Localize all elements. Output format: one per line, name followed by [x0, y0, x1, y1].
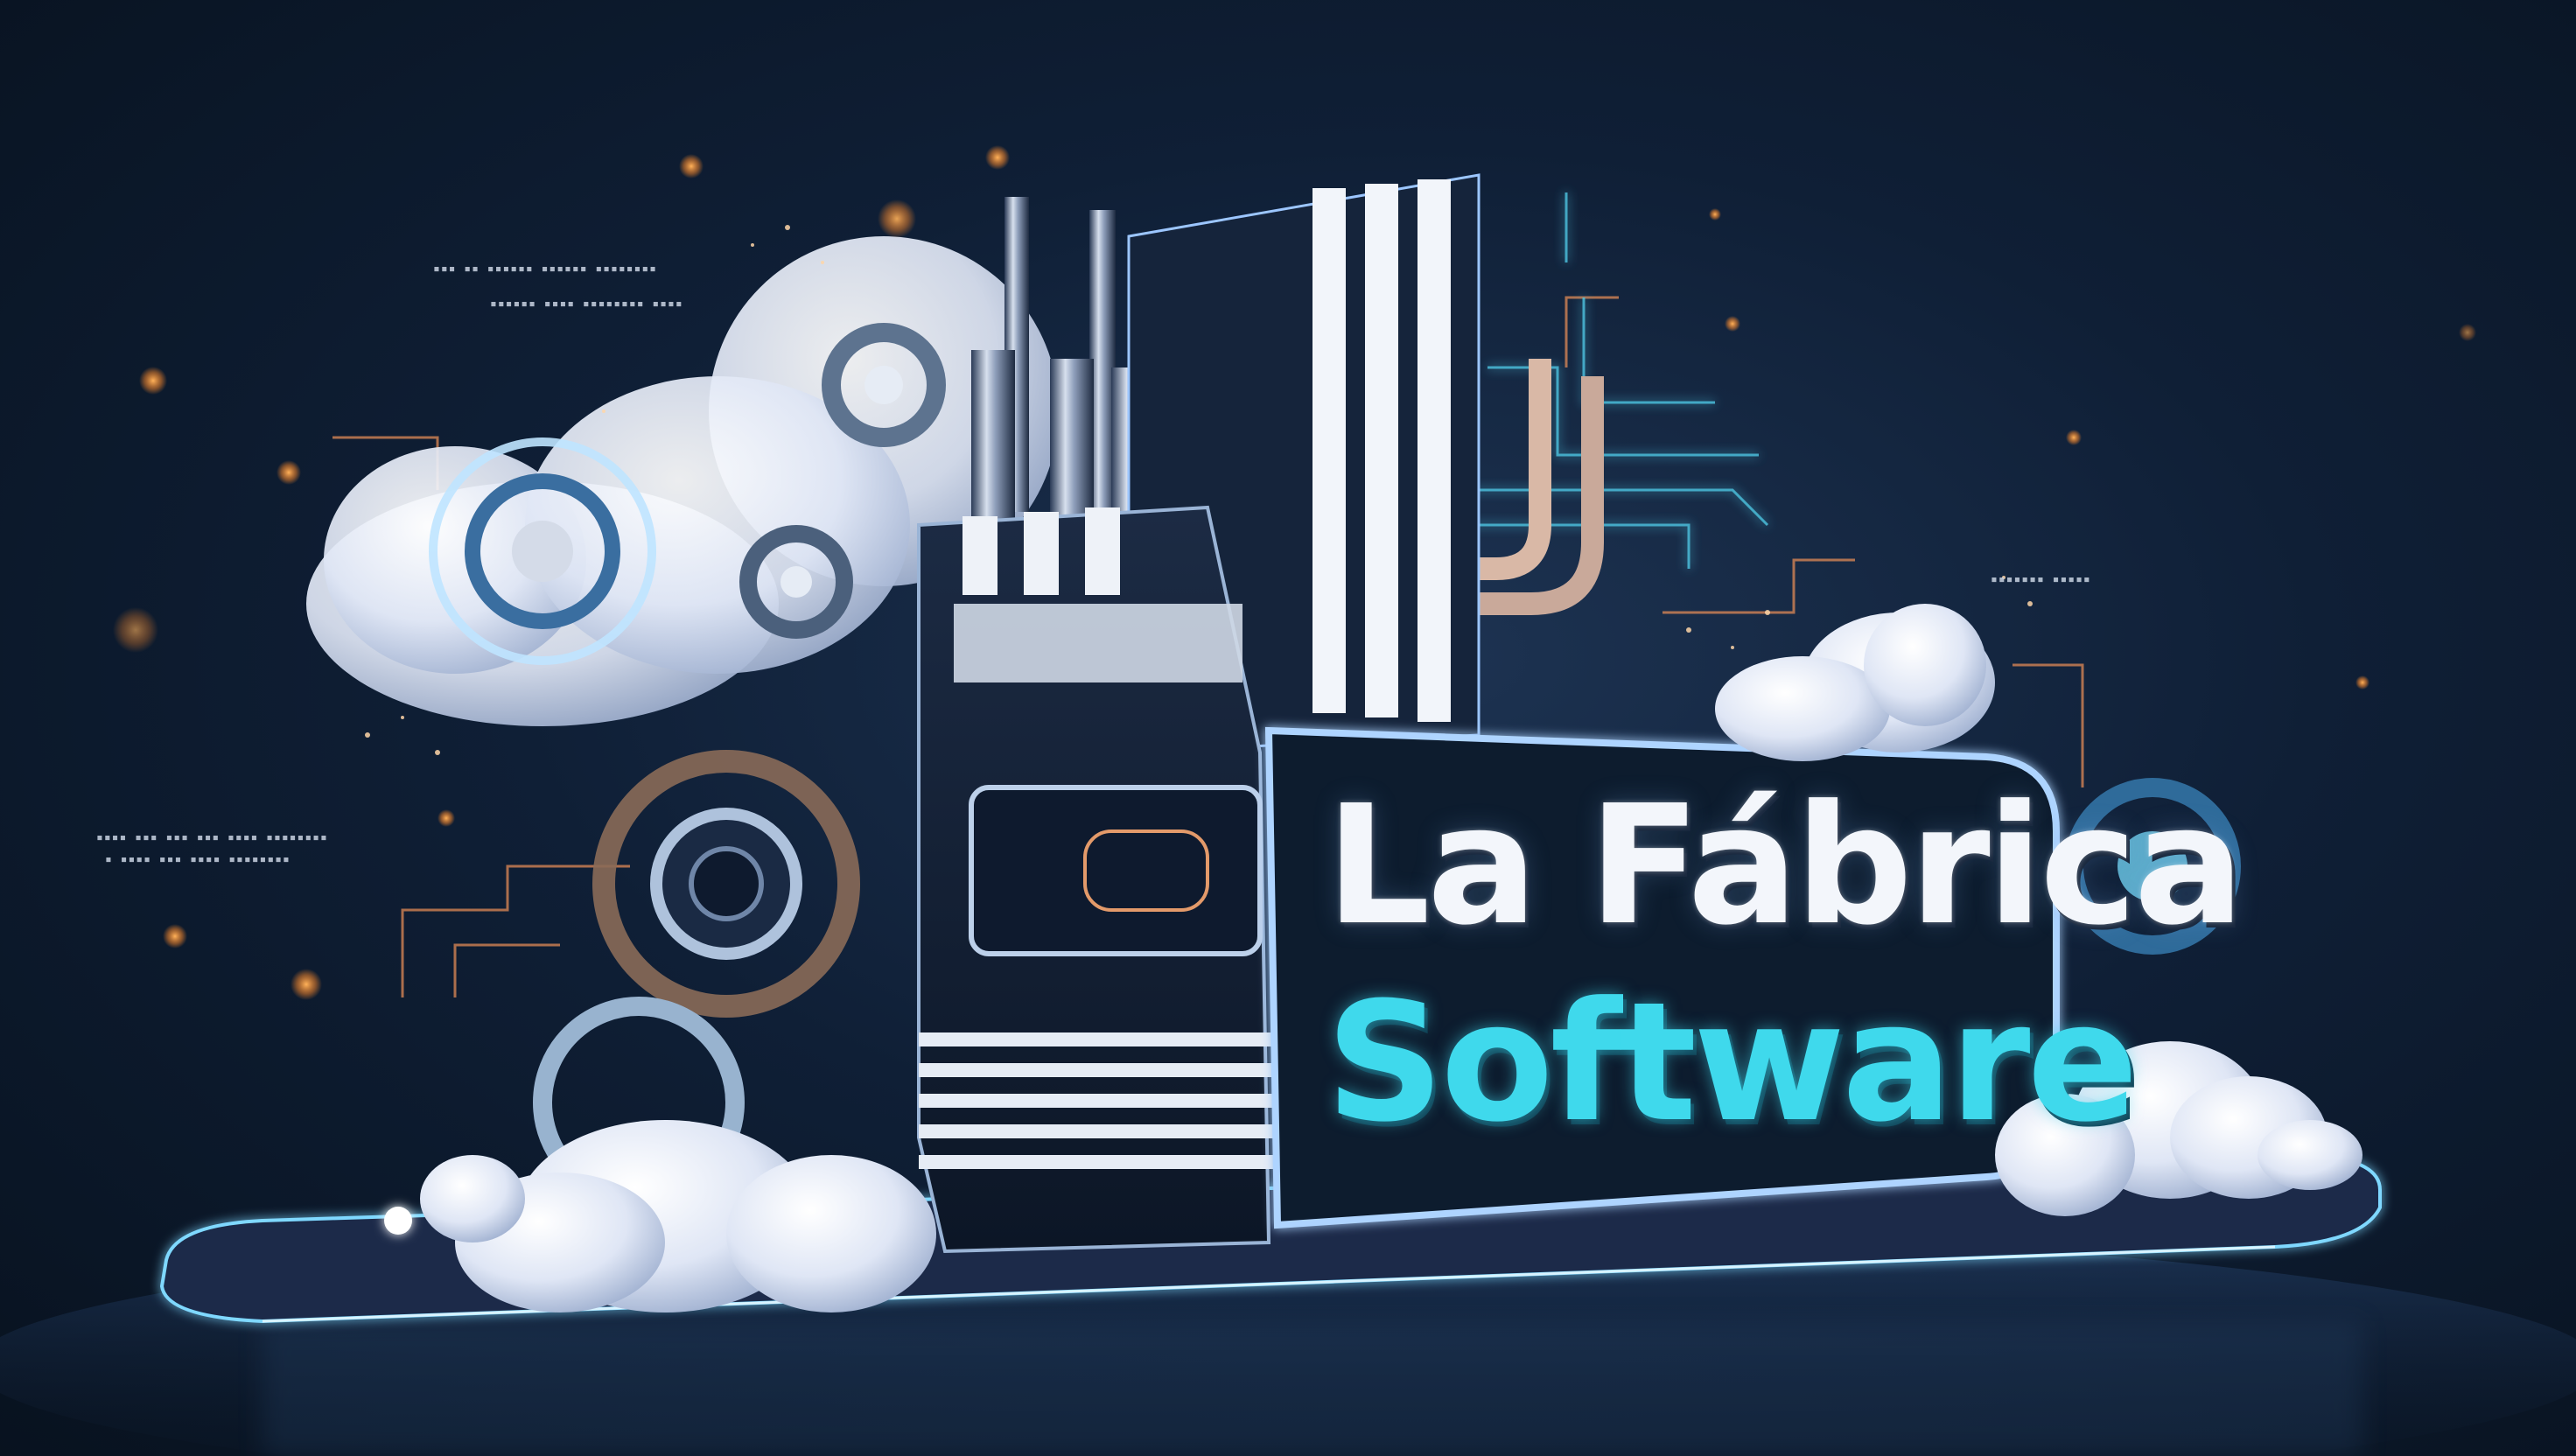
brand-title-line1: La Fábrica — [1326, 770, 2244, 962]
ui-microtext: ▪ ▪▪▪▪ ▪▪▪ ▪▪▪▪ ▪▪▪▪▪▪▪▪ — [105, 853, 290, 866]
particles — [365, 225, 2033, 755]
ui-microtext: ▪▪▪▪ ▪▪▪ ▪▪▪ ▪▪▪ ▪▪▪▪ ▪▪▪▪▪▪▪▪ — [96, 831, 328, 844]
ui-microtext: ▪▪▪ ▪▪ ▪▪▪▪▪▪ ▪▪▪▪▪▪ ▪▪▪▪▪▪▪▪ — [433, 262, 657, 276]
factory-icon — [917, 173, 1480, 1254]
bokeh-lights — [113, 145, 2476, 1235]
ui-microtext: ▪▪▪▪▪▪▪ ▪▪▪▪▪ — [1991, 573, 2091, 586]
cloud-icon — [420, 604, 2362, 1312]
brand-title-line2: Software — [1326, 967, 2138, 1158]
circuit-icon — [332, 296, 2084, 998]
gear-icon — [429, 323, 2241, 1208]
cloud-icon — [306, 236, 1059, 726]
ui-microtext: ▪▪▪▪▪▪ ▪▪▪▪ ▪▪▪▪▪▪▪▪ ▪▪▪▪ — [490, 298, 683, 311]
